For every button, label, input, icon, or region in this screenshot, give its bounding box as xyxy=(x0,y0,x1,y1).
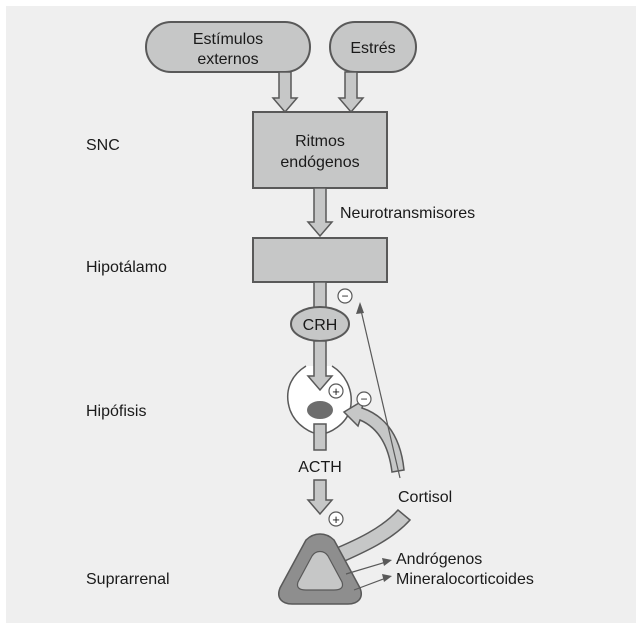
arrow-crh-to-hipofisis xyxy=(306,340,334,392)
cortisol-feedback-band xyxy=(331,508,412,565)
arrow-to-androgenos-head xyxy=(382,558,392,566)
svg-text:−: − xyxy=(341,289,348,303)
svg-text:+: + xyxy=(332,512,340,527)
hipotalamo-box xyxy=(252,237,388,283)
arrow-ritmos-to-hipotalamo xyxy=(306,187,334,238)
hipofisis-cell-nucleus xyxy=(307,401,333,419)
cortisol-to-hipotalamo-line xyxy=(359,305,401,479)
arrow-acth-to-suprarrenal xyxy=(306,479,334,516)
estimulos-label-line1: Estímulos xyxy=(193,31,263,48)
neurotransmisores-label: Neurotransmisores xyxy=(340,205,475,222)
arrow-estres-to-ritmos xyxy=(337,71,365,114)
cortisol-to-hipofisis-arrow xyxy=(342,398,405,473)
suprarrenal-gland xyxy=(278,533,362,605)
acth-label: ACTH xyxy=(298,459,342,476)
estimulos-externos-node: Estímulos externos xyxy=(145,21,311,73)
cortisol-label: Cortisol xyxy=(398,489,452,506)
androgenos-label: Andrógenos xyxy=(396,551,482,568)
level-label-suprarrenal: Suprarrenal xyxy=(86,571,170,588)
inhibition-sign-hipofisis: − xyxy=(356,391,372,407)
level-label-hipotalamo: Hipotálamo xyxy=(86,259,167,276)
arrow-estimulos-to-ritmos xyxy=(271,71,299,114)
ritmos-label-line2: endógenos xyxy=(280,154,359,171)
arrow-to-androgenos xyxy=(345,561,387,575)
inhibition-sign-hipotalamo: − xyxy=(337,288,353,304)
estimulos-label-line2: externos xyxy=(197,51,258,68)
arrow-to-mineralocorticoides xyxy=(353,577,387,591)
crh-node: CRH xyxy=(290,306,350,342)
stimulation-sign-hipofisis: + xyxy=(328,383,344,399)
svg-text:+: + xyxy=(332,384,340,399)
stimulation-sign-suprarrenal: + xyxy=(328,511,344,527)
hipotalamo-to-crh-stem xyxy=(313,281,327,309)
arrow-to-mineralocorticoides-head xyxy=(382,574,392,582)
hipofisis-to-acth-stem xyxy=(313,423,327,451)
estres-label: Estrés xyxy=(350,40,395,57)
level-label-snc: SNC xyxy=(86,137,120,154)
cortisol-to-hipotalamo-arrowhead xyxy=(356,302,364,314)
crh-label: CRH xyxy=(303,317,338,334)
level-label-hipofisis: Hipófisis xyxy=(86,403,146,420)
svg-text:−: − xyxy=(360,392,367,406)
ritmos-label-line1: Ritmos xyxy=(295,133,345,150)
mineralocorticoides-label: Mineralocorticoides xyxy=(396,571,534,588)
estres-node: Estrés xyxy=(329,21,417,73)
ritmos-endogenos-node: Ritmos endógenos xyxy=(252,111,388,189)
